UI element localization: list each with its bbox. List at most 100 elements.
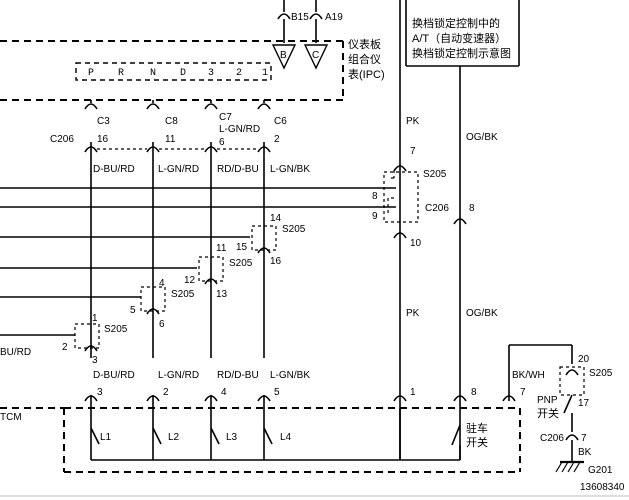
gear-p: P [88, 68, 94, 79]
ogbk-mid-label: OG/BK [466, 308, 498, 319]
tcm-pin-7: 7 [520, 387, 526, 398]
shift-lock-note-line3: 换档锁定控制示意图 [412, 46, 511, 60]
park-switch-line2: 开关 [466, 435, 488, 449]
splice-b: 14 15 16 S205 [236, 213, 306, 267]
park-switch [451, 424, 461, 446]
b-triangle [271, 44, 297, 70]
gear-3: 3 [208, 68, 214, 79]
ipc-conn-c8: C8 [165, 116, 178, 127]
ground-wire-bk: BK [578, 447, 592, 458]
ogbk-top-label: OG/BK [466, 132, 498, 143]
right-wires: PK 7 10 PK OG/BK 8 OG/BK [393, 0, 498, 460]
gear-d: D [180, 68, 186, 79]
ipc-conn-c3: C3 [97, 116, 110, 127]
ipc-conn-c7: C7 [219, 112, 232, 123]
splice-c-label: S205 [229, 258, 253, 269]
splice-e-pin-2: 2 [62, 342, 68, 353]
bus-lines [0, 187, 396, 336]
splice-d-label: S205 [171, 289, 195, 300]
c206-pin-2: 2 [274, 134, 280, 145]
tcm-label: TCM [0, 412, 22, 423]
splice-b-label: S205 [282, 224, 306, 235]
c206-pin-16: 16 [97, 134, 109, 145]
ipc-module: 仪表板 组合仪 表(IPC) P R N D 3 2 1 B15 B A19 C [0, 0, 385, 101]
tcm-pin-4: 4 [221, 387, 227, 398]
splice-b-pin-16: 16 [270, 256, 282, 267]
splice-d-pin-5: 5 [130, 305, 136, 316]
pnp-splice-label: S205 [589, 368, 613, 379]
switch-l1 [90, 427, 100, 445]
ipc-connectors: C3 C8 C7 L-GN/RD C6 C206 16 11 6 2 D-BU/… [50, 100, 310, 175]
main-wires [90, 142, 400, 461]
splice-a-pin-8: 8 [372, 191, 378, 202]
ogbk-pin-8: 8 [469, 203, 475, 214]
pnp-wire-bkwh: BK/WH [512, 370, 545, 381]
wire-lgnbk-bottom: L-GN/BK [270, 370, 310, 381]
splice-c-pin-13: 13 [216, 289, 228, 300]
c-triangle [303, 44, 329, 70]
wire-lgnrd-top: L-GN/RD [158, 164, 199, 175]
wire-rddbu-top: RD/D-BU [217, 164, 259, 175]
ipc-pin-b15: B15 [291, 12, 309, 23]
switch-l2-label: L2 [168, 432, 180, 443]
splice-a-label: S205 [423, 169, 447, 180]
ipc-conn-c6: C6 [274, 116, 287, 127]
tcm-pin-3: 3 [97, 387, 103, 398]
pnp-switch [563, 394, 573, 414]
ground-g201: G201 [588, 465, 613, 476]
splice-d-pin-4: 4 [159, 278, 165, 289]
gear-n: N [150, 68, 156, 79]
switch-l4-label: L4 [280, 432, 292, 443]
splice-e: 1 2 3 S205 BU/RD [0, 313, 128, 366]
tcm-pin-1: 1 [410, 387, 416, 398]
switch-l2 [152, 427, 162, 445]
splice-d: 4 5 6 S205 [130, 278, 195, 330]
pk-top-label: PK [406, 116, 420, 127]
splice-b-pin-15: 15 [236, 242, 248, 253]
ipc-title-line1: 仪表板 [348, 37, 381, 51]
switch-l1-label: L1 [100, 432, 112, 443]
c206-pin-6: 6 [219, 137, 225, 148]
ipc-title-line3: 表(IPC) [348, 67, 385, 81]
wire-lgnrd-bottom: L-GN/RD [158, 370, 199, 381]
tcm-module: TCM D-BU/RD L-GN/RD RD/D-BU L-GN/BK 3 2 … [0, 370, 526, 473]
shift-lock-note-line1: 换档锁定控制中的 [412, 16, 500, 30]
pk-pin-7: 7 [410, 146, 416, 157]
tcm-pin-8: 8 [471, 387, 477, 398]
splice-e-label: S205 [104, 324, 128, 335]
gear-r: R [118, 68, 124, 79]
switch-l4 [263, 427, 273, 445]
c206-pin-11: 11 [165, 134, 176, 145]
wire-rddbu-bottom: RD/D-BU [217, 370, 259, 381]
pnp-label-1: PNP [537, 395, 558, 406]
pk-pin-10: 10 [410, 238, 422, 249]
pk-mid-label: PK [406, 308, 420, 319]
wire-dburd-top: D-BU/RD [93, 164, 135, 175]
switch-l3 [210, 427, 220, 445]
splice-a-pin-9: 9 [372, 211, 378, 222]
ipc-tri-b: B [280, 50, 287, 61]
splice-c: 11 12 13 S205 [184, 243, 253, 300]
pnp-c206-pin-7: 7 [581, 433, 587, 444]
wire-bu-rd-left: BU/RD [0, 347, 31, 358]
shift-lock-note-line2: A/T（自动变速器） [412, 31, 506, 45]
gear-indicator [75, 62, 272, 81]
pnp-pin-20: 20 [578, 354, 590, 365]
ipc-conn-c7-sub: L-GN/RD [219, 124, 260, 135]
splice-b-pin-14: 14 [270, 213, 282, 224]
shift-lock-note: 换档锁定控制中的 A/T（自动变速器） 换档锁定控制示意图 [405, 0, 520, 67]
c206-label-top: C206 [50, 134, 74, 145]
splice-c-pin-11: 11 [216, 243, 227, 254]
ipc-pin-a19: A19 [325, 12, 343, 23]
splice-e-pin-1: 1 [92, 313, 98, 324]
tcm-pin-2: 2 [163, 387, 169, 398]
splice-e-pin-3: 3 [92, 355, 98, 366]
switch-l3-label: L3 [226, 432, 238, 443]
ipc-tri-c: C [312, 50, 319, 61]
figure-id: 13608340 [580, 482, 625, 493]
wire-lgnbk-top: L-GN/BK [270, 164, 310, 175]
pnp-switch-section: BK/WH 20 S205 PNP 开关 17 C206 7 BK G201 [508, 344, 613, 476]
pnp-label-2: 开关 [537, 406, 559, 420]
splice-a: 8 9 S205 C206 [372, 169, 449, 223]
